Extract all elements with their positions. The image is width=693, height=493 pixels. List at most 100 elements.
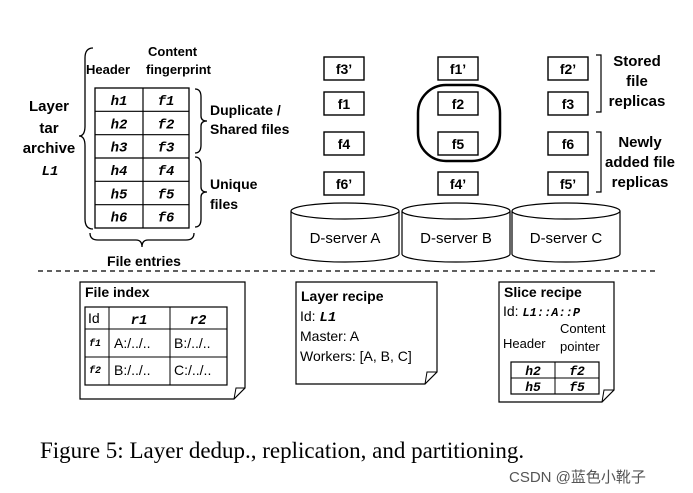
table-cell-fingerprint: f4 — [158, 164, 175, 180]
layer-recipe-page-fold — [424, 371, 437, 385]
slice-cell: f2 — [569, 364, 585, 379]
file-replica-label: f1’ — [450, 61, 466, 77]
file-index-doc: File index Id r1 r2 f1 A:/../.. B:/../..… — [79, 281, 246, 400]
slice-recipe-id: L1::A::P — [522, 306, 580, 320]
layer-recipe-id: L1 — [319, 310, 336, 326]
file-replica-box — [323, 56, 365, 81]
watermark: CSDN @蓝色小靴子 — [509, 469, 646, 486]
layer-recipe-id-line: Id: L1 — [300, 308, 336, 326]
file-replica-label: f6 — [562, 136, 575, 152]
file-index-cell: A:/../.. — [114, 335, 151, 351]
layer-recipe-title: Layer recipe — [301, 288, 384, 304]
table-cell-fingerprint: f6 — [158, 211, 175, 227]
file-entries-label: File entries — [107, 253, 181, 269]
slice-recipe-id-line: Id: L1::A::P — [503, 303, 581, 320]
file-replica-label: f3’ — [336, 61, 352, 77]
layer-recipe-workers: Workers: [A, B, C] — [300, 348, 412, 364]
newly-bracket — [596, 131, 602, 193]
newly-label: added file — [605, 154, 675, 171]
file-replica-label: f2 — [452, 96, 465, 112]
table-cell-header: h6 — [111, 211, 128, 227]
figure-caption: Figure 5: Layer dedup., replication, and… — [40, 438, 524, 463]
slice-cell: h2 — [525, 364, 541, 379]
server-cylinder-body — [290, 211, 400, 263]
file-index-header-id: Id — [88, 310, 100, 326]
file-replica-label: f4’ — [450, 176, 466, 192]
slice-recipe-title: Slice recipe — [504, 284, 582, 300]
file-replica-label: f3 — [562, 96, 575, 112]
unique-brace — [194, 156, 208, 228]
file-replica-box — [323, 171, 365, 196]
server-cylinder-body — [401, 211, 511, 263]
server-cylinder-top — [401, 202, 511, 220]
server-name: D-server C — [530, 230, 603, 247]
server-cylinder-top — [290, 202, 400, 220]
layer-recipe-doc: Layer recipe Id: L1 Master: A Workers: [… — [295, 281, 438, 385]
unique-label: files — [210, 196, 238, 212]
table-cell-fingerprint: f5 — [158, 187, 175, 203]
stored-label: Stored — [613, 53, 661, 70]
file-replica-box — [323, 131, 365, 156]
slice-cell: f5 — [569, 380, 585, 395]
slice-content-label: Content — [560, 321, 606, 336]
table-cell-fingerprint: f3 — [158, 141, 175, 157]
duplicate-brace — [194, 88, 208, 154]
file-replica-box — [437, 171, 479, 196]
file-replica-box — [323, 91, 365, 116]
file-index-cell: B:/../.. — [114, 362, 151, 378]
slice-recipe-page-fold — [601, 389, 614, 403]
file-replica-box — [437, 131, 479, 156]
slice-recipe-id-prefix: Id: — [503, 303, 522, 319]
unique-label: Unique — [210, 176, 258, 192]
slice-header-label: Header — [503, 336, 546, 351]
duplicate-label: Shared files — [210, 121, 290, 137]
file-replica-label: f4 — [338, 136, 351, 152]
layer-id: L1 — [42, 164, 59, 180]
file-index-cell: f2 — [89, 365, 101, 377]
table-cell-header: h3 — [111, 141, 128, 157]
newly-label: Newly — [618, 134, 662, 151]
replica-labels: Stored file replicas Newly added file re… — [596, 53, 675, 193]
layer-label-line: archive — [23, 140, 76, 157]
table-cell-fingerprint: f2 — [158, 117, 175, 133]
file-replica-label: f6’ — [336, 176, 352, 192]
stored-bracket — [596, 54, 602, 113]
file-index-header-r2: r2 — [190, 313, 207, 329]
table-cell-header: h5 — [111, 187, 128, 203]
file-replica-label: f5’ — [560, 176, 576, 192]
layer-label-line: Layer — [29, 98, 69, 115]
file-replica-box — [547, 171, 589, 196]
file-index-title: File index — [85, 284, 150, 300]
file-index-cell: f1 — [89, 338, 101, 350]
file-replica-box — [437, 91, 479, 116]
file-index-cell: C:/../.. — [174, 362, 211, 378]
layer-label-line: tar — [39, 120, 58, 137]
file-replica-label: f5 — [452, 136, 465, 152]
file-replica-box — [547, 91, 589, 116]
col-content-label: fingerprint — [146, 62, 212, 77]
server-cylinder-top — [511, 202, 621, 220]
table-cell-header: h4 — [111, 164, 128, 180]
file-index-page — [79, 281, 246, 400]
shared-files-highlight — [416, 83, 502, 163]
table-cell-header: h1 — [111, 94, 128, 110]
file-index-page-fold — [233, 387, 245, 400]
stored-label: file — [626, 73, 648, 90]
file-replica-label: f1 — [338, 96, 351, 112]
duplicate-label: Duplicate / — [210, 102, 281, 118]
file-index-header-r1: r1 — [131, 313, 148, 329]
newly-label: replicas — [612, 174, 669, 191]
layer-archive: Layer tar archive L1 Header Content fing… — [23, 44, 290, 269]
file-replica-box — [547, 56, 589, 81]
file-replica-box — [547, 131, 589, 156]
layer-recipe-id-prefix: Id: — [300, 308, 319, 324]
file-replica-label: f2’ — [560, 61, 576, 77]
file-replica-box — [437, 56, 479, 81]
col-content-label: Content — [148, 44, 198, 59]
stored-label: replicas — [609, 93, 666, 110]
table-cell-header: h2 — [111, 117, 128, 133]
server-name: D-server B — [420, 230, 492, 247]
left-brace — [78, 47, 94, 230]
